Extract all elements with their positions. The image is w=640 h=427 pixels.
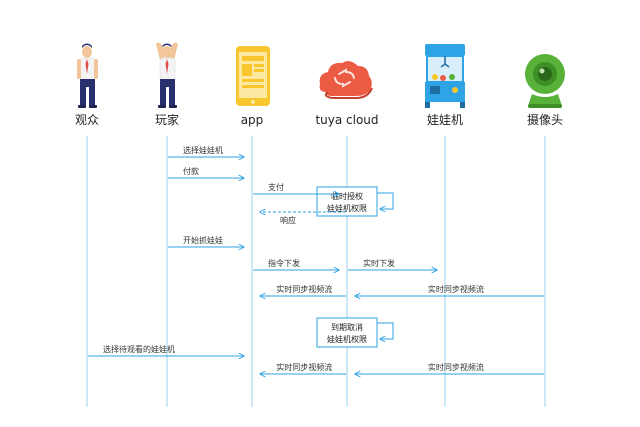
message-label: 指令下发 (268, 258, 300, 268)
actor-app: app (236, 46, 270, 127)
note-line: 娃娃机权限 (327, 203, 367, 213)
note-expire-cancel: 到期取消 娃娃机权限 (316, 317, 394, 348)
message-label: 实时同步视频流 (428, 362, 484, 372)
message-arrow: 实时同步视频流 (355, 284, 544, 296)
note-line: 到期取消 (331, 322, 363, 332)
message-label: 响应 (280, 215, 296, 225)
message-arrow: 实时同步视频流 (355, 362, 544, 374)
actor-label-cloud: tuya cloud (315, 113, 378, 127)
message-arrow: 实时同步视频流 (260, 362, 346, 374)
message-arrow: 开始抓娃娃 (168, 235, 244, 247)
message-label: 选择娃娃机 (183, 145, 223, 155)
note-line: 娃娃机权限 (327, 334, 367, 344)
message-label: 支付 (268, 182, 284, 192)
actor-viewer: 观众 (75, 43, 99, 127)
message-arrow: 支付 (253, 182, 339, 194)
message-arrow: 付款 (168, 166, 244, 178)
messages: 选择娃娃机付款支付响应开始抓娃娃指令下发实时下发实时同步视频流实时同步视频流选择… (88, 145, 544, 374)
phone-icon (236, 46, 270, 106)
message-label: 实时同步视频流 (276, 362, 332, 372)
actor-label-player: 玩家 (155, 112, 179, 127)
message-label: 付款 (183, 166, 199, 176)
person-arms-up-icon (156, 42, 178, 108)
actor-machine: 娃娃机 (425, 44, 465, 127)
actor-label-app: app (241, 113, 264, 127)
note-temp-auth: 临时授权 娃娃机权限 (316, 186, 394, 217)
message-arrow: 选择娃娃机 (168, 145, 244, 157)
actor-label-viewer: 观众 (75, 113, 99, 127)
claw-machine-icon (425, 44, 465, 108)
message-label: 开始抓娃娃 (183, 235, 223, 245)
camera-icon (525, 54, 565, 108)
actor-camera: 摄像头 (525, 54, 565, 127)
message-label: 实时下发 (363, 258, 395, 268)
cloud-icon (319, 61, 373, 99)
note-line: 临时授权 (331, 191, 363, 201)
actor-label-machine: 娃娃机 (427, 113, 463, 127)
message-arrow: 实时下发 (348, 258, 437, 270)
message-arrow: 选择待观看的娃娃机 (88, 344, 244, 356)
person-icon (77, 43, 98, 108)
message-arrow: 响应 (260, 212, 346, 225)
lifelines (86, 136, 546, 407)
actor-label-camera: 摄像头 (527, 112, 563, 127)
message-label: 实时同步视频流 (276, 284, 332, 294)
message-label: 选择待观看的娃娃机 (103, 344, 175, 354)
actor-player: 玩家 (155, 42, 179, 127)
message-arrow: 实时同步视频流 (260, 284, 346, 296)
message-label: 实时同步视频流 (428, 284, 484, 294)
message-arrow: 指令下发 (253, 258, 339, 270)
actor-cloud: tuya cloud (315, 61, 379, 127)
